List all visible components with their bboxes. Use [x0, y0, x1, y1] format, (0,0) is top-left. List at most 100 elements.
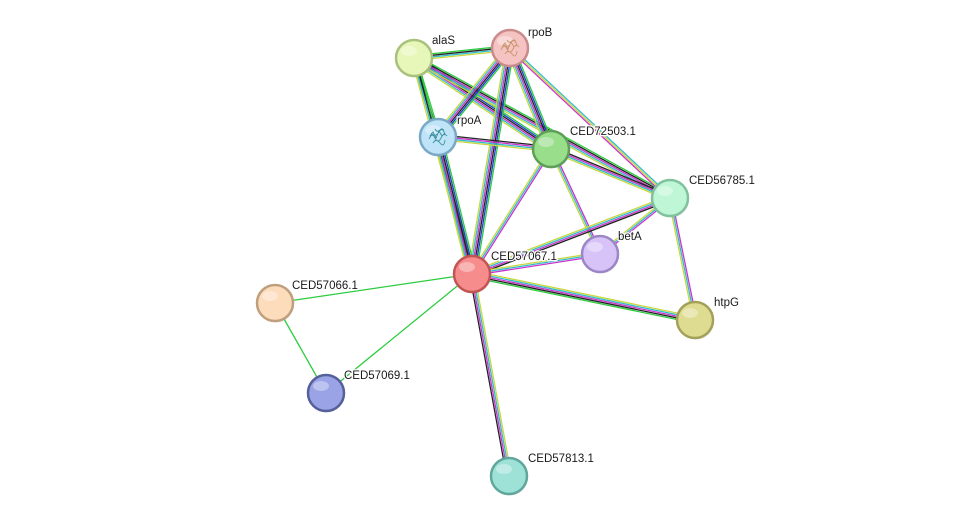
edge-line-textmining	[509, 47, 671, 199]
node-circle[interactable]	[306, 373, 346, 413]
edge-line-experiments	[551, 147, 671, 198]
edge-line-textmining	[549, 150, 670, 201]
edge-line-experiments	[471, 273, 696, 321]
edge-rpoA-CED57067.1[interactable]	[433, 135, 477, 276]
node-CED57813.1[interactable]: CED57813.1	[489, 452, 595, 496]
edge-CED57813.1-CED57067.1[interactable]	[468, 273, 513, 477]
node-highlight	[496, 464, 512, 474]
node-label: alaS	[432, 35, 455, 47]
node-highlight	[497, 36, 513, 46]
node-label: CED57069.1	[344, 370, 410, 382]
edge-rpoB-CED57067.1[interactable]	[467, 47, 515, 275]
node-rpoA[interactable]: rpoA	[418, 114, 483, 157]
node-label: betA	[618, 231, 642, 243]
edge-line-coexpression	[472, 48, 512, 275]
node-circle[interactable]	[418, 117, 458, 157]
edge-line-neighborhood	[441, 135, 477, 274]
edge-line-cooccurrence	[439, 136, 475, 274]
edge-line-cooccurrence	[473, 48, 514, 275]
edge-line-databases	[471, 196, 670, 274]
edge-line-neighborhood	[475, 48, 515, 275]
node-betA[interactable]: betA	[580, 230, 643, 274]
edge-line-coexpression	[468, 274, 508, 477]
edge-CED56785.1-htpG[interactable]	[667, 197, 698, 321]
node-circle[interactable]	[580, 234, 620, 274]
edge-line-coexpression	[471, 274, 695, 323]
node-CED57069.1[interactable]: CED57069.1	[306, 369, 411, 413]
edge-CED56785.1-CED57067.1[interactable]	[470, 195, 672, 277]
node-highlight	[425, 125, 441, 135]
node-highlight	[401, 46, 417, 56]
edge-CED57069.1-CED57067.1[interactable]	[325, 273, 473, 394]
node-label: CED57067.1	[491, 251, 557, 263]
edge-line-textmining	[548, 149, 600, 255]
edge-line-experiments	[551, 148, 603, 254]
edge-CED72503.1-CED56785.1[interactable]	[549, 146, 672, 201]
edge-CED72503.1-betA[interactable]	[548, 148, 603, 255]
edge-line-textmining	[473, 273, 513, 476]
edge-betA-CED57067.1[interactable]	[471, 251, 601, 277]
edge-line-databases	[472, 273, 511, 476]
node-circle[interactable]	[490, 28, 530, 68]
edge-line-neighborhood	[274, 273, 473, 304]
edge-line-coexpression	[551, 146, 672, 197]
node-label: rpoB	[528, 27, 553, 39]
node-CED56785.1[interactable]: CED56785.1	[650, 174, 756, 218]
edge-CED57066.1-CED57067.1[interactable]	[274, 273, 473, 304]
edge-CED72503.1-CED57067.1[interactable]	[470, 147, 553, 276]
node-circle[interactable]	[531, 129, 571, 169]
edge-line-textmining	[433, 137, 469, 276]
edge-line-experiments	[670, 197, 698, 320]
edge-line-textmining	[472, 270, 696, 318]
edge-line-databases	[669, 197, 696, 321]
edge-line-databases	[471, 253, 601, 275]
edge-line-databases	[412, 59, 551, 152]
node-label: CED56785.1	[689, 175, 755, 187]
edge-line-experiments	[472, 254, 601, 277]
node-circle[interactable]	[489, 456, 529, 496]
node-label: htpG	[714, 297, 739, 309]
edge-line-textmining	[434, 45, 508, 135]
node-circle[interactable]	[394, 38, 434, 78]
node-CED72503.1[interactable]: CED72503.1	[531, 125, 637, 169]
node-alaS[interactable]: alaS	[394, 34, 457, 78]
node-CED57067.1[interactable]: CED57067.1	[452, 250, 558, 294]
edge-line-textmining	[411, 60, 550, 153]
node-rpoB[interactable]: rpoB	[490, 26, 554, 68]
node-label: CED72503.1	[570, 126, 636, 138]
edge-line-neighborhood	[471, 276, 695, 324]
edge-line-textmining	[471, 251, 600, 274]
edge-line-experiments	[470, 274, 509, 477]
node-highlight	[538, 137, 554, 147]
edge-line-experiments	[472, 149, 553, 276]
protein-structure-icon	[428, 128, 448, 146]
node-highlight	[459, 262, 475, 272]
edge-line-experiments	[470, 47, 510, 274]
edge-line-databases	[510, 46, 672, 198]
node-highlight	[657, 186, 673, 196]
edge-line-neighborhood	[325, 273, 473, 394]
edge-line-textmining	[467, 47, 507, 274]
node-circle[interactable]	[650, 178, 690, 218]
edge-line-databases	[550, 148, 601, 255]
node-circle[interactable]	[675, 300, 715, 340]
edge-line-databases	[468, 47, 509, 274]
node-circle[interactable]	[452, 254, 492, 294]
edge-line-databases	[550, 149, 670, 200]
node-circle[interactable]	[255, 283, 295, 323]
edge-line-textmining	[667, 198, 695, 321]
node-highlight	[587, 242, 603, 252]
edge-line-neighborhood	[440, 50, 514, 140]
edge-line-coexpression	[472, 199, 672, 277]
edge-line-databases	[472, 271, 696, 320]
edge-rpoB-CED56785.1[interactable]	[508, 46, 672, 200]
edge-line-textmining	[470, 147, 551, 274]
edge-htpG-CED57067.1[interactable]	[471, 270, 696, 324]
node-label: CED57813.1	[528, 453, 594, 465]
node-CED57066.1[interactable]: CED57066.1	[255, 279, 359, 323]
node-highlight	[262, 291, 278, 301]
node-htpG[interactable]: htpG	[675, 296, 740, 340]
edge-line-experiments	[436, 137, 472, 275]
